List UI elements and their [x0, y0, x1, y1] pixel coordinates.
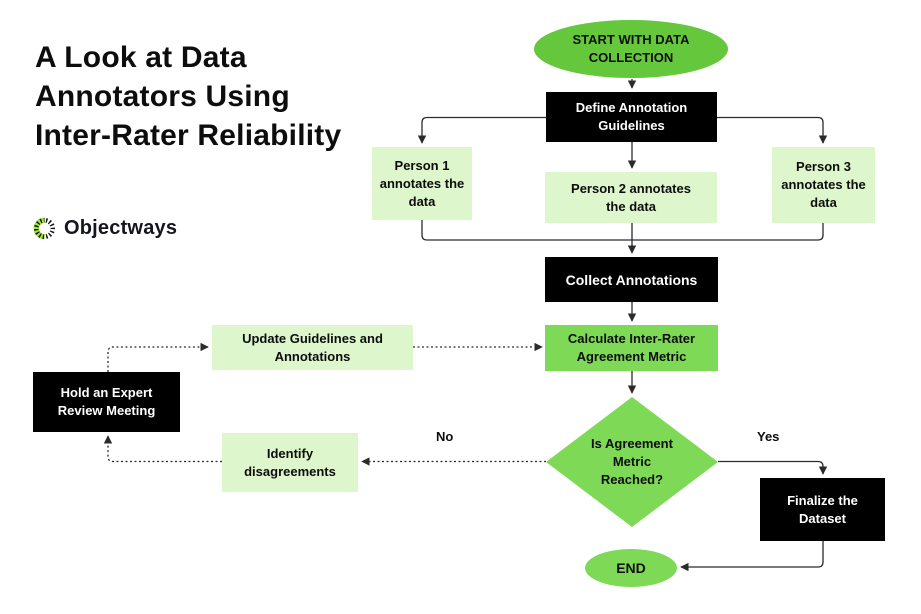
node-label: Is Agreement Metric Reached? [591, 436, 673, 487]
node-label: Calculate Inter-Rater Agreement Metric [567, 331, 696, 364]
edge-label-no: No [436, 429, 454, 444]
node-collect-annotations: Collect Annotations [545, 257, 718, 302]
node-label: START WITH DATA COLLECTION [572, 32, 690, 65]
node-label: Collect Annotations [565, 271, 698, 288]
node-decision-agreement-reached: Is Agreement Metric Reached? [546, 397, 718, 527]
edge-decision-finalize-yes [718, 460, 828, 475]
node-label: Identify disagreements [244, 445, 336, 479]
edge-person3-merge [632, 223, 824, 241]
edge-person1-merge [421, 220, 632, 241]
node-person2-annotates: Person 2 annotates the data [545, 172, 717, 223]
edge-define-person1 [417, 116, 546, 144]
node-person1-annotates: Person 1 annotates the data [372, 147, 472, 220]
node-identify-disagreements: Identify disagreements [222, 433, 358, 492]
edge-hold-update [107, 342, 209, 372]
node-define-annotation-guidelines: Define Annotation Guidelines [546, 92, 717, 142]
node-label: Person 2 annotates the data [571, 180, 691, 214]
edge-define-person3 [717, 116, 828, 144]
edge-label-yes: Yes [757, 429, 780, 444]
edge-finalize-end [680, 541, 824, 572]
page-title: A Look at Data Annotators Using Inter-Ra… [35, 41, 342, 152]
objectways-logo-icon [33, 217, 56, 240]
node-label: Hold an Expert Review Meeting [57, 385, 156, 418]
node-end: END [585, 549, 677, 587]
node-label: Person 1 annotates the data [379, 157, 465, 209]
node-label: Update Guidelines and Annotations [242, 330, 383, 364]
node-person3-annotates: Person 3 annotates the data [772, 147, 875, 223]
edge-identify-hold [103, 435, 222, 463]
brand-name: Objectways [64, 217, 178, 239]
node-calculate-agreement-metric: Calculate Inter-Rater Agreement Metric [545, 325, 718, 371]
node-hold-expert-review: Hold an Expert Review Meeting [33, 372, 180, 432]
node-label: END [616, 560, 646, 576]
node-update-guidelines: Update Guidelines and Annotations [212, 325, 413, 370]
node-label: Person 3 annotates the data [781, 159, 866, 210]
brand-logo: Objectways [33, 217, 177, 240]
node-start-with-data-collection: START WITH DATA COLLECTION [534, 20, 728, 78]
node-label: Finalize the Dataset [787, 492, 858, 526]
node-finalize-dataset: Finalize the Dataset [760, 478, 885, 541]
node-label: Define Annotation Guidelines [575, 100, 688, 133]
